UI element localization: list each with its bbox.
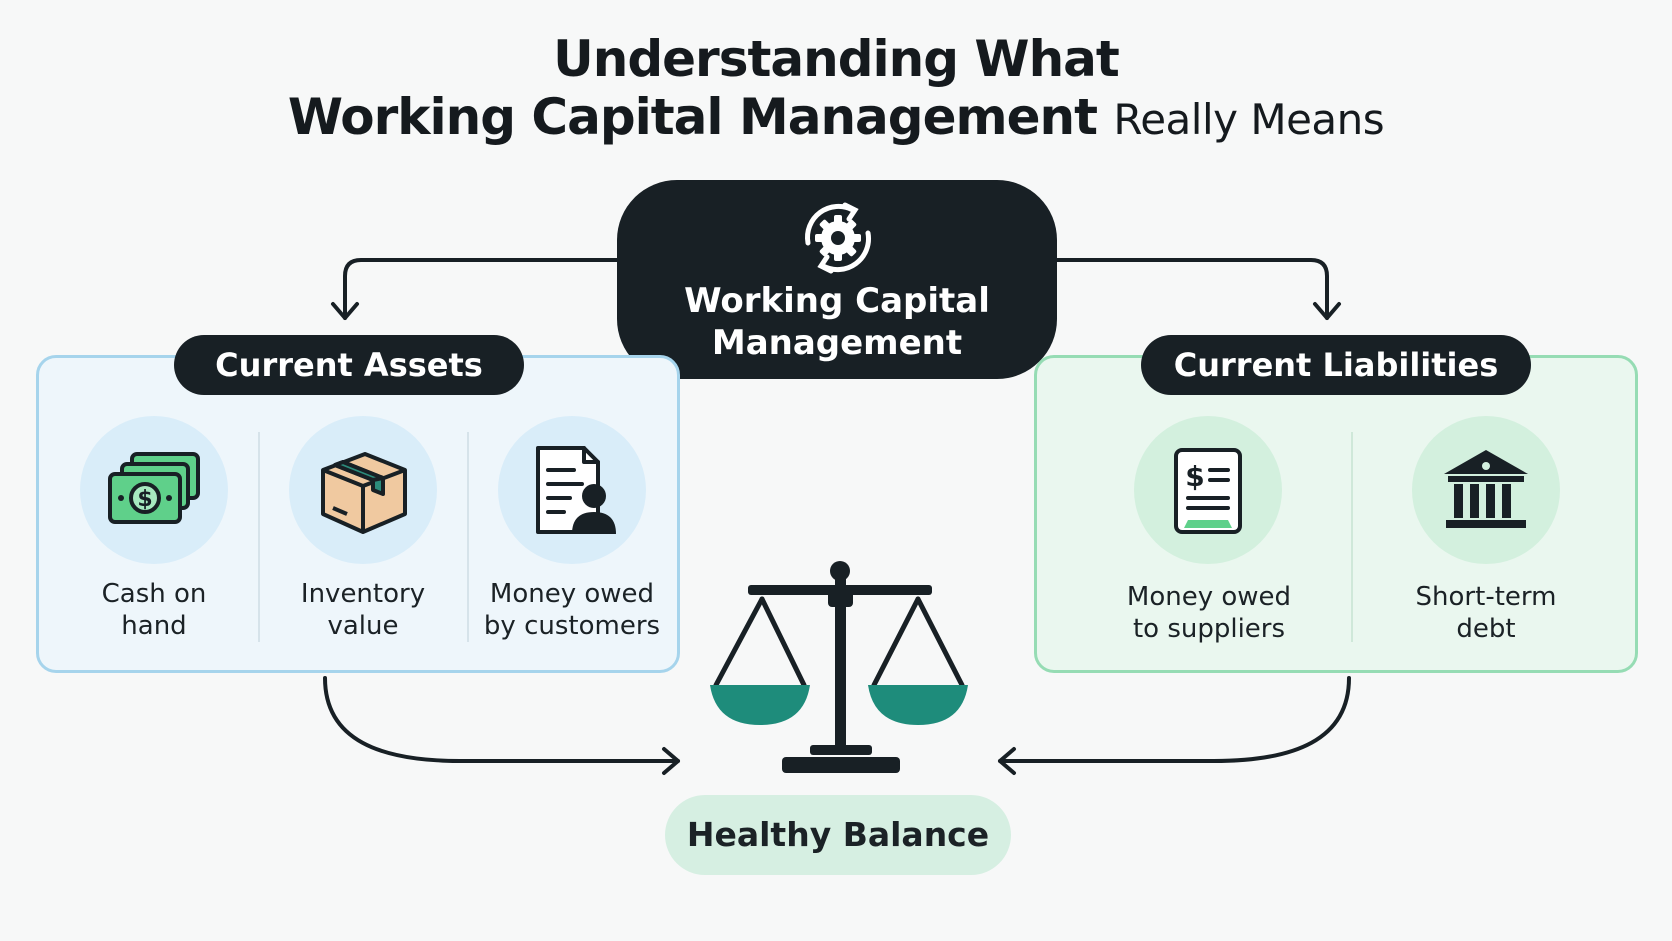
item-label-line-1: Money owed [1126, 582, 1292, 612]
arrow-liabilities-to-balance [998, 676, 1351, 763]
assets-item-cash: Cash on hand [44, 578, 264, 642]
arrow-head-assets [331, 302, 359, 320]
current-assets-pill: Current Assets [174, 335, 524, 395]
current-liabilities-pill: Current Liabilities [1141, 335, 1531, 395]
item-label-line-1: Short-term [1415, 582, 1557, 612]
item-label-line-1: Cash on [101, 579, 207, 609]
box-icon [321, 452, 407, 534]
svg-text:$: $ [1185, 460, 1204, 493]
bank-icon [1444, 450, 1528, 528]
title-line-1: Understanding What [553, 30, 1120, 88]
assets-divider-2 [467, 432, 469, 642]
item-label-line-2: by customers [483, 611, 661, 641]
arrow-head-balance-left [662, 747, 680, 775]
invoice-customer-icon [536, 446, 616, 534]
item-label-line-2: debt [1456, 614, 1516, 644]
assets-divider-1 [258, 432, 260, 642]
liabilities-item-suppliers: Money owed to suppliers [1099, 581, 1319, 645]
supplier-bill-icon-circle: $ [1134, 416, 1282, 564]
bank-debt-icon-circle [1412, 416, 1560, 564]
title-line-2: Working Capital Management Really Means [0, 88, 1672, 146]
bill-icon: $ [1174, 448, 1242, 534]
item-label-line-2: value [327, 611, 399, 641]
item-label-line-1: Money owed [489, 579, 655, 609]
inventory-icon-circle [289, 416, 437, 564]
gear-cycle-icon [805, 202, 871, 274]
item-label-line-2: hand [121, 611, 187, 641]
center-label-line-1: Working Capital [684, 281, 990, 321]
healthy-balance-pill: Healthy Balance [665, 795, 1011, 875]
title-bold-part: Working Capital Management [287, 88, 1098, 146]
item-label-line-1: Inventory [300, 579, 426, 609]
arrow-head-liabilities [1313, 302, 1341, 320]
arrow-assets-to-balance [323, 676, 680, 763]
title-light-part: Really Means [1113, 95, 1385, 144]
center-label-line-2: Management [711, 323, 963, 363]
assets-item-inventory: Inventory value [253, 578, 473, 642]
scale-icon [710, 561, 968, 773]
center-node [617, 180, 1057, 379]
arrow-center-to-liabilities [1053, 258, 1329, 320]
liabilities-item-debt: Short-term debt [1376, 581, 1596, 645]
customer-invoice-icon-circle [498, 416, 646, 564]
item-label-line-2: to suppliers [1132, 614, 1286, 644]
assets-item-receivables: Money owed by customers [462, 578, 682, 642]
center-node-label: Working Capital Management [617, 280, 1057, 364]
arrow-center-to-assets [343, 258, 622, 320]
cash-icon-circle: $ [80, 416, 228, 564]
liabilities-divider [1351, 432, 1353, 642]
cash-icon: $ [108, 452, 200, 524]
arrow-head-balance-right [998, 747, 1016, 775]
svg-text:$: $ [137, 487, 152, 512]
